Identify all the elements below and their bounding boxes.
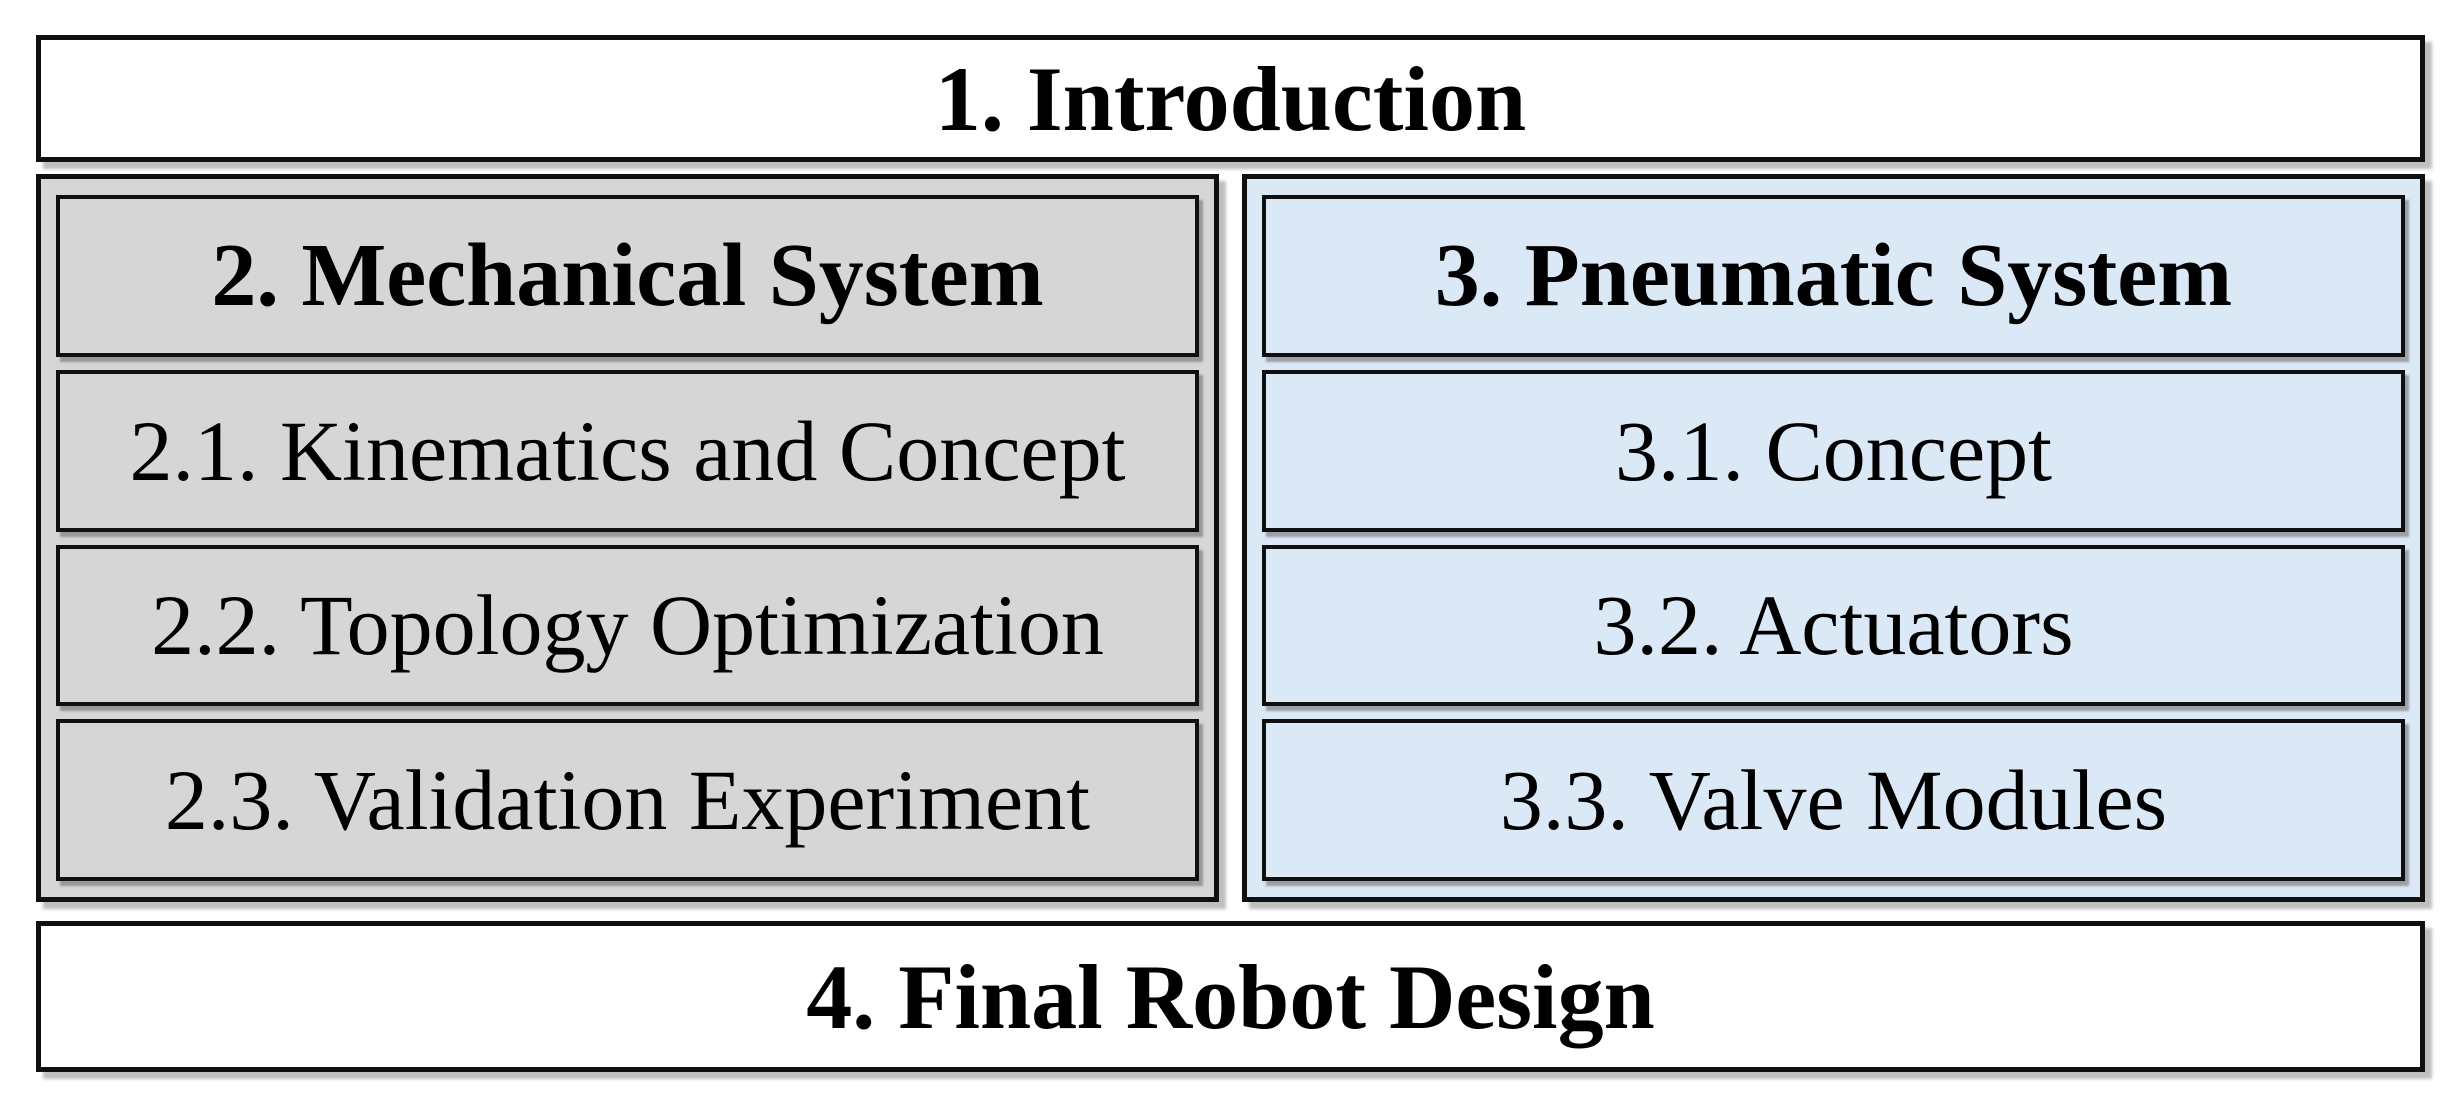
mechanical-subsection-validation-label: 2.3. Validation Experiment: [164, 752, 1091, 849]
pneumatic-subsection-valve-modules-label: 3.3. Valve Modules: [1499, 752, 2168, 849]
mechanical-subsection-kinematics-label: 2.1. Kinematics and Concept: [129, 402, 1126, 499]
mechanical-subsection-validation-box: 2.3. Validation Experiment: [56, 719, 1199, 881]
mechanical-system-header-box: 2. Mechanical System: [56, 195, 1199, 357]
mechanical-system-panel: 2. Mechanical System 2.1. Kinematics and…: [36, 174, 1219, 902]
pneumatic-system-panel: 3. Pneumatic System 3.1. Concept 3.2. Ac…: [1242, 174, 2425, 902]
pneumatic-system-header-label: 3. Pneumatic System: [1434, 225, 2233, 325]
final-design-section-box: 4. Final Robot Design: [36, 921, 2425, 1072]
pneumatic-subsection-concept-box: 3.1. Concept: [1262, 369, 2405, 532]
pneumatic-subsection-actuators-box: 3.2. Actuators: [1262, 544, 2405, 707]
pneumatic-subsection-concept-label: 3.1. Concept: [1614, 402, 2053, 499]
intro-section-box: 1. Introduction: [36, 35, 2425, 162]
mechanical-subsection-kinematics-box: 2.1. Kinematics and Concept: [56, 369, 1199, 532]
pneumatic-subsection-valve-modules-box: 3.3. Valve Modules: [1262, 719, 2405, 881]
final-design-section-label: 4. Final Robot Design: [806, 945, 1655, 1048]
pneumatic-system-header-box: 3. Pneumatic System: [1262, 195, 2405, 357]
mechanical-system-header-label: 2. Mechanical System: [211, 225, 1044, 325]
pneumatic-subsection-actuators-label: 3.2. Actuators: [1593, 577, 2074, 674]
mechanical-subsection-topology-box: 2.2. Topology Optimization: [56, 544, 1199, 707]
intro-section-label: 1. Introduction: [934, 47, 1527, 150]
system-columns: 2. Mechanical System 2.1. Kinematics and…: [36, 174, 2425, 902]
mechanical-subsection-topology-label: 2.2. Topology Optimization: [151, 577, 1104, 674]
